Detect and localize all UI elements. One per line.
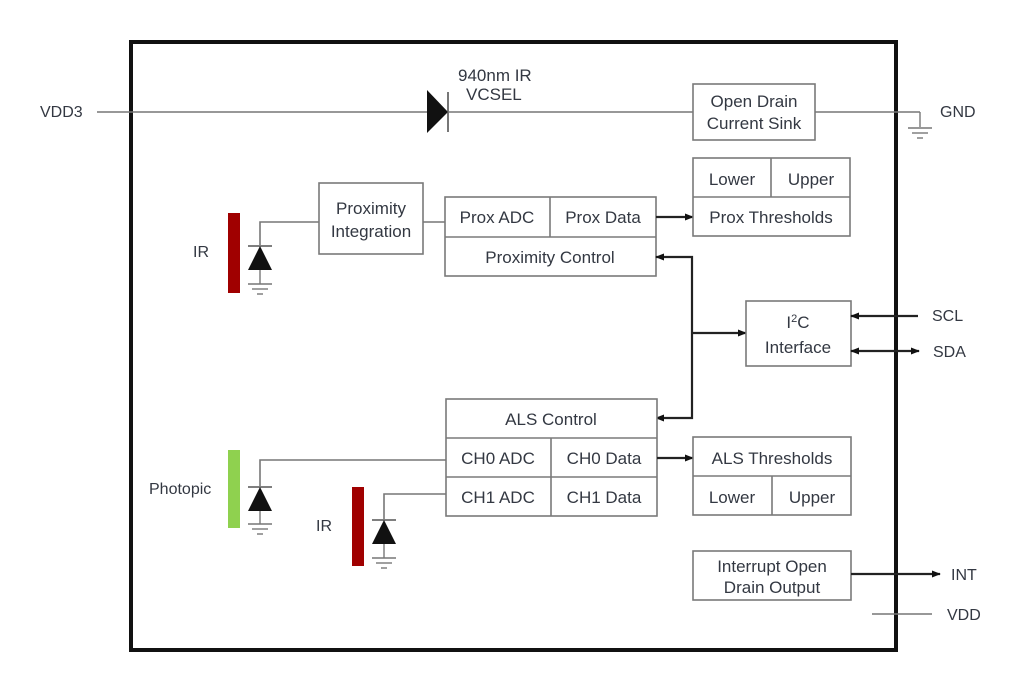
proximity-integration-block: Proximity Integration — [318, 182, 424, 255]
ch0-data-label: CH0 Data — [567, 449, 642, 468]
pin-scl: SCL — [932, 308, 963, 325]
photopic-photodiode-icon — [248, 459, 446, 535]
vcsel-label-line1: 940nm IR — [458, 66, 532, 85]
interrupt-line1: Interrupt Open — [717, 557, 827, 576]
als-core-block: ALS Control CH0 ADC CH0 Data CH1 ADC CH1… — [445, 398, 658, 517]
prox-integration-line1: Proximity — [336, 199, 406, 218]
vcsel-label-line2: VCSEL — [466, 85, 522, 104]
proximity-control-label: Proximity Control — [485, 248, 614, 267]
ch1-data-label: CH1 Data — [567, 488, 642, 507]
i2c-interface-block: I2C Interface — [745, 300, 852, 367]
pin-sda: SDA — [933, 344, 966, 361]
proximity-core-block: Prox ADC Prox Data Proximity Control — [444, 196, 657, 277]
current-sink-line1: Open Drain — [711, 92, 798, 111]
ch0-adc-label: CH0 ADC — [461, 449, 535, 468]
als-threshold-lower: Lower — [709, 488, 756, 507]
vcsel-diode-icon — [427, 90, 449, 133]
als-ir-filter — [352, 487, 364, 566]
pin-int: INT — [951, 567, 977, 584]
als-ir-label: IR — [316, 518, 332, 535]
photopic-filter — [228, 450, 240, 528]
als-control-label: ALS Control — [505, 410, 597, 429]
interrupt-output-block: Interrupt Open Drain Output — [692, 550, 852, 601]
prox-photodiode-icon — [248, 221, 319, 295]
prox-integration-line2: Integration — [331, 222, 411, 241]
prox-ir-label: IR — [193, 244, 209, 261]
pin-vdd: VDD — [947, 607, 981, 624]
pin-vdd3: VDD3 — [40, 104, 83, 121]
als-threshold-upper: Upper — [789, 488, 836, 507]
i2c-to-als-control-arrow — [655, 334, 694, 422]
prox-thresholds-block: Lower Upper Prox Thresholds — [692, 157, 851, 237]
photopic-label: Photopic — [149, 481, 211, 498]
current-sink-block: Open Drain Current Sink — [692, 83, 816, 141]
current-sink-line2: Current Sink — [707, 114, 802, 133]
gnd-symbol-icon — [908, 112, 932, 139]
chip-outline — [129, 40, 898, 652]
prox-adc-label: Prox ADC — [460, 208, 535, 227]
prox-threshold-lower: Lower — [709, 170, 756, 189]
interrupt-line2: Drain Output — [724, 578, 821, 597]
prox-threshold-upper: Upper — [788, 170, 835, 189]
prox-data-label: Prox Data — [565, 208, 641, 227]
i2c-to-prox-control-arrow — [655, 253, 694, 334]
als-ir-photodiode-icon — [372, 493, 446, 569]
ch1-adc-label: CH1 ADC — [461, 488, 535, 507]
i2c-label-line2: Interface — [765, 338, 831, 357]
pin-gnd: GND — [940, 104, 976, 121]
prox-ir-filter — [228, 213, 240, 293]
prox-thresholds-title: Prox Thresholds — [709, 208, 832, 227]
als-thresholds-block: ALS Thresholds Lower Upper — [692, 436, 852, 516]
i2c-label-line1: I2C — [786, 313, 809, 332]
als-thresholds-title: ALS Thresholds — [712, 449, 833, 468]
